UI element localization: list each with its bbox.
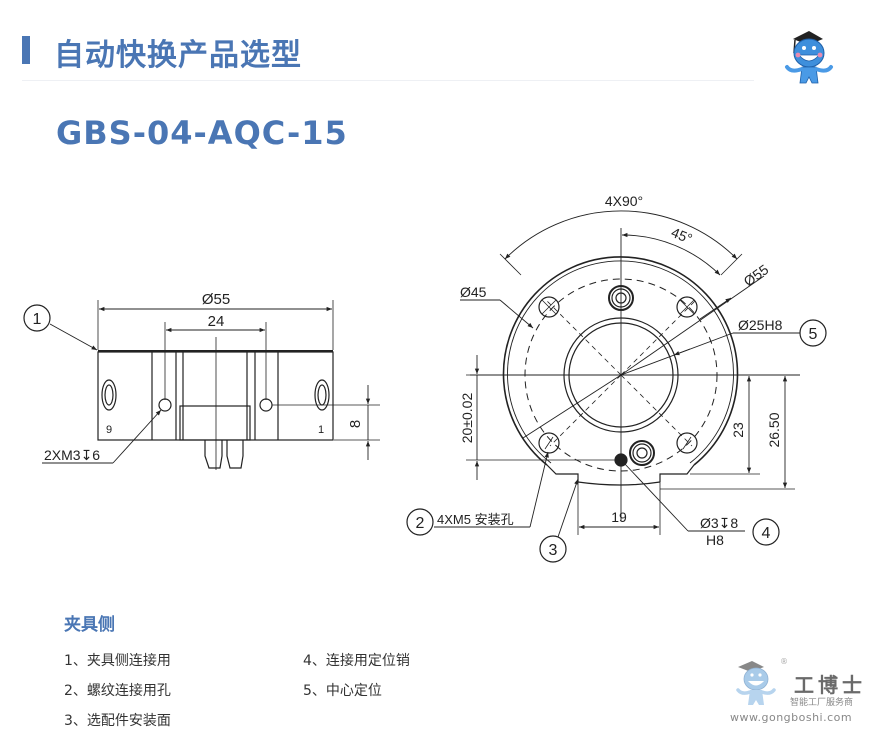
brand-name: 工博士 xyxy=(794,673,866,697)
dim-26-50: 26.50 xyxy=(766,412,782,447)
product-model: GBS-04-AQC-15 xyxy=(56,114,348,152)
pin-note-line2: H8 xyxy=(706,532,724,548)
front-view-labels: 4X90° 45° Ø45 Ø55 Ø25H8 20±0.02 23 26.50… xyxy=(416,193,818,559)
dim-outer-front: Ø55 xyxy=(741,261,772,289)
callout-4: 4 xyxy=(762,525,771,542)
dim-bore: Ø25H8 xyxy=(738,317,783,333)
legend-item-2: 2、螺纹连接用孔 xyxy=(64,683,171,699)
legend-title: 夹具侧 xyxy=(64,615,115,635)
callout-2: 2 xyxy=(416,515,425,532)
side-view xyxy=(23,300,380,470)
pin-note-line1: Ø3↧8 xyxy=(700,515,738,531)
legend-item-5: 5、中心定位 xyxy=(303,683,382,699)
page-title: 自动快换产品选型 xyxy=(54,38,302,73)
mark-left: 9 xyxy=(106,424,112,436)
legend-item-1: 1、夹具侧连接用 xyxy=(64,653,171,669)
mark-right: 1 xyxy=(318,424,324,436)
callout-5: 5 xyxy=(809,326,818,343)
dim-hole-spacing: 24 xyxy=(208,313,225,330)
header-divider xyxy=(22,80,754,81)
front-view xyxy=(406,210,827,563)
dim-pcd: Ø45 xyxy=(460,284,487,300)
callout-1: 1 xyxy=(33,311,42,328)
brand-mascot-icon xyxy=(736,661,776,705)
legend-item-3: 3、选配件安装面 xyxy=(64,713,171,729)
brand-tagline: 智能工厂服务商 xyxy=(790,698,854,708)
dim-19: 19 xyxy=(611,509,627,525)
dim-offset: 20±0.02 xyxy=(459,393,475,444)
dim-outer-diameter: Ø55 xyxy=(202,291,230,308)
dim-height: 8 xyxy=(347,420,364,428)
header-accent-bar xyxy=(22,36,30,64)
dim-angle-total: 4X90° xyxy=(605,193,643,209)
mascot-logo-icon xyxy=(785,31,833,84)
legend-item-4: 4、连接用定位销 xyxy=(303,653,410,669)
side-view-labels: 1 Ø55 24 2XM3↧6 8 9 1 xyxy=(33,291,364,463)
callout-3: 3 xyxy=(549,542,558,559)
brand-registered-mark: ® xyxy=(780,657,788,666)
dim-angle-half: 45° xyxy=(669,224,695,247)
mount-note: 4XM5 安装孔 xyxy=(437,512,514,527)
dim-23: 23 xyxy=(730,422,746,438)
brand-watermark: ® 工博士 智能工厂服务商 www.gongboshi.com xyxy=(726,655,866,730)
thread-note: 2XM3↧6 xyxy=(44,447,100,463)
brand-url: www.gongboshi.com xyxy=(730,711,853,724)
